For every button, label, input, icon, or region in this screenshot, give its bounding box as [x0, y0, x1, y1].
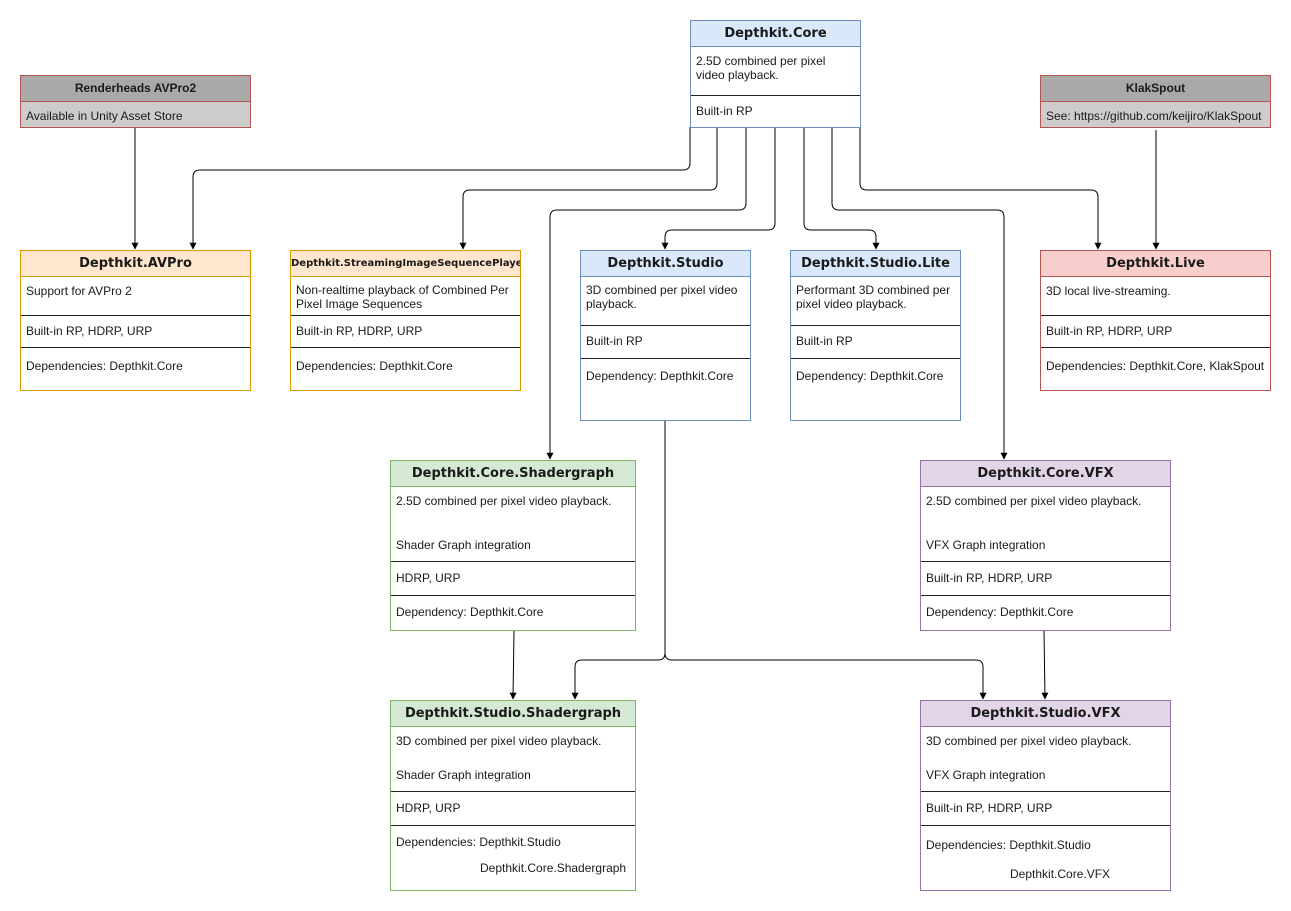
node-description: See: https://github.com/keijiro/KlakSpou…: [1046, 109, 1262, 123]
node-dependencies: Dependencies: Depthkit.Core: [21, 347, 250, 373]
node-description: 3D combined per pixel video playback.: [586, 283, 738, 311]
node-pipelines: Built-in RP: [581, 325, 750, 348]
node-pipelines: Built-in RP, HDRP, URP: [1041, 315, 1270, 338]
node-title: KlakSpout: [1041, 76, 1270, 102]
node-renderheads-avpro2[interactable]: Renderheads AVPro2 Available in Unity As…: [20, 75, 251, 128]
node-body: [1041, 102, 1270, 127]
node-dependencies: Dependencies: Depthkit.Core, KlakSpout: [1041, 347, 1270, 373]
node-title: Depthkit.Core.Shadergraph: [391, 461, 635, 487]
node-description: 3D combined per pixel video playback.: [396, 734, 602, 748]
edge-core-to-avpro: [189, 127, 691, 250]
node-depthkit-core-shadergraph[interactable]: Depthkit.Core.Shadergraph 2.5D combined …: [390, 460, 636, 631]
node-description: 2.5D combined per pixel video playback.: [696, 54, 826, 82]
node-title: Depthkit.Studio.Lite: [791, 251, 960, 277]
node-depthkit-studio-vfx[interactable]: Depthkit.Studio.VFX 3D combined per pixe…: [920, 700, 1171, 891]
node-description: 3D local live-streaming.: [1046, 284, 1171, 298]
node-dependencies: Dependency: Depthkit.Core: [791, 358, 960, 383]
node-title: Depthkit.Studio.Shadergraph: [391, 701, 635, 727]
edge-core-shadergraph-to-studio-shadergraph: [509, 630, 517, 700]
edge-core-to-live: [859, 127, 1102, 250]
node-description: 2.5D combined per pixel video playback.: [926, 494, 1142, 508]
node-integration: Shader Graph integration: [396, 538, 531, 552]
node-depthkit-streaming-image-sequence-player[interactable]: Depthkit.StreamingImageSequencePlayer No…: [290, 250, 521, 391]
node-title: Depthkit.Live: [1041, 251, 1270, 277]
node-title: Depthkit.AVPro: [21, 251, 250, 277]
node-pipelines: Built-in RP: [791, 325, 960, 348]
node-description: Non-realtime playback of Combined Per Pi…: [296, 283, 509, 311]
node-description: 3D combined per pixel video playback.: [926, 734, 1132, 748]
node-description: Support for AVPro 2: [26, 284, 132, 298]
node-title: Depthkit.Studio: [581, 251, 750, 277]
node-integration: Shader Graph integration: [396, 768, 531, 782]
node-description: Performant 3D combined per pixel video p…: [796, 283, 951, 311]
node-dependencies: Dependency: Depthkit.Core: [921, 595, 1170, 619]
node-depthkit-live[interactable]: Depthkit.Live 3D local live-streaming. B…: [1040, 250, 1271, 391]
node-pipelines: Built-in RP: [691, 95, 860, 118]
node-title: Depthkit.Studio.VFX: [921, 701, 1170, 727]
node-depthkit-core[interactable]: Depthkit.Core 2.5D combined per pixel vi…: [690, 20, 861, 128]
node-depthkit-studio-lite[interactable]: Depthkit.Studio.Lite Performant 3D combi…: [790, 250, 961, 421]
node-depthkit-core-vfx[interactable]: Depthkit.Core.VFX 2.5D combined per pixe…: [920, 460, 1171, 631]
node-dependencies: Dependencies: Depthkit.Studio Depthkit.C…: [391, 825, 635, 875]
node-pipelines: Built-in RP, HDRP, URP: [21, 315, 250, 338]
node-description: 2.5D combined per pixel video playback.: [396, 494, 612, 508]
node-title: Renderheads AVPro2: [21, 76, 250, 102]
node-dependencies: Dependency: Depthkit.Core: [391, 595, 635, 619]
edge-core-to-studio: [661, 127, 776, 250]
node-pipelines: HDRP, URP: [391, 561, 635, 585]
node-dependencies: Dependency: Depthkit.Core: [581, 358, 750, 383]
edge-studio-to-studio-vfx: [664, 652, 987, 700]
node-body: [21, 102, 250, 127]
node-pipelines: Built-in RP, HDRP, URP: [921, 561, 1170, 585]
node-title: Depthkit.StreamingImageSequencePlayer: [291, 251, 520, 277]
node-description: Available in Unity Asset Store: [26, 109, 183, 123]
node-integration: VFX Graph integration: [926, 768, 1046, 782]
node-depthkit-studio[interactable]: Depthkit.Studio 3D combined per pixel vi…: [580, 250, 751, 421]
node-integration: VFX Graph integration: [926, 538, 1046, 552]
node-title: Depthkit.Core: [691, 21, 860, 47]
node-pipelines: Built-in RP, HDRP, URP: [291, 315, 520, 338]
node-dependencies: Dependencies: Depthkit.Studio Depthkit.C…: [921, 825, 1170, 881]
node-depthkit-studio-shadergraph[interactable]: Depthkit.Studio.Shadergraph 3D combined …: [390, 700, 636, 891]
node-depthkit-avpro[interactable]: Depthkit.AVPro Support for AVPro 2 Built…: [20, 250, 251, 391]
node-pipelines: HDRP, URP: [391, 791, 635, 815]
node-dependencies: Dependencies: Depthkit.Core: [291, 347, 520, 373]
node-pipelines: Built-in RP, HDRP, URP: [921, 791, 1170, 815]
edge-core-to-studio-lite: [803, 127, 880, 250]
edge-core-vfx-to-studio-vfx: [1041, 630, 1049, 700]
node-title: Depthkit.Core.VFX: [921, 461, 1170, 487]
node-klakspout[interactable]: KlakSpout See: https://github.com/keijir…: [1040, 75, 1271, 128]
edge-core-to-sisp: [459, 127, 718, 250]
